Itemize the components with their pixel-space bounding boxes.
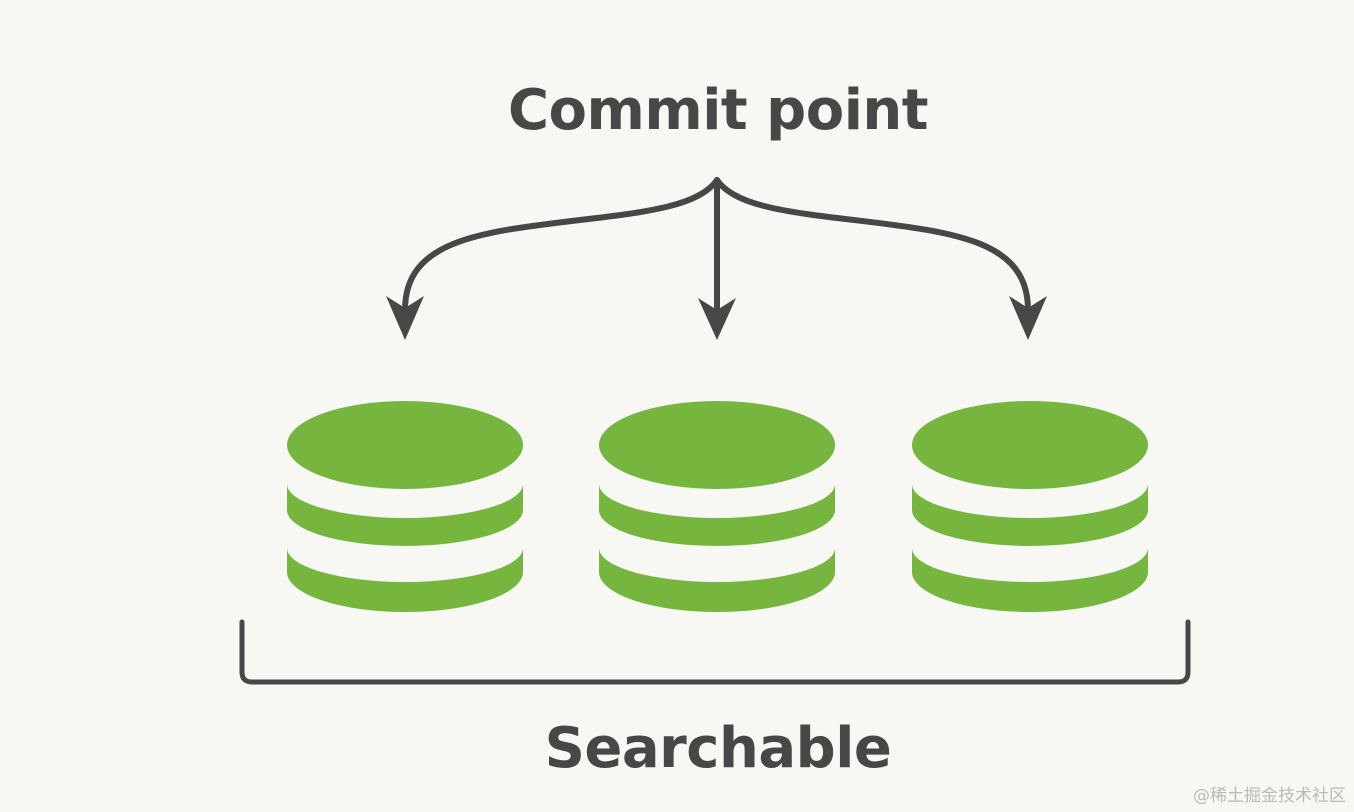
arrow-center-head <box>698 298 736 340</box>
segment-2 <box>599 401 835 612</box>
arrow-left-head <box>386 296 424 340</box>
commit-point-label: Commit point <box>507 78 929 143</box>
arrow-right <box>714 177 1031 313</box>
segment-3 <box>912 401 1148 612</box>
watermark: @稀土掘金技术社区 <box>1193 786 1346 806</box>
searchable-bracket <box>239 619 1191 685</box>
segment-1 <box>287 401 523 612</box>
arrow-right-head <box>1009 296 1047 340</box>
arrow-left <box>402 177 720 313</box>
searchable-label: Searchable <box>544 716 892 781</box>
